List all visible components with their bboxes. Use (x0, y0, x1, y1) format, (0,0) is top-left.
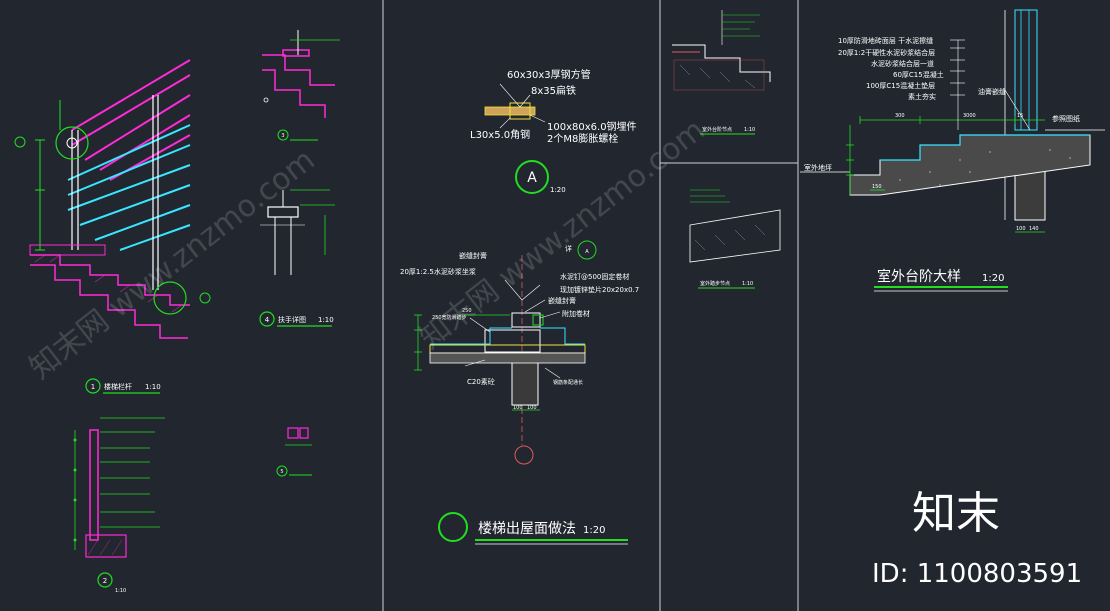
dim-300: 300 (895, 113, 905, 119)
dim-100-left: 100 (513, 405, 523, 411)
detail-number-2: 2 (103, 577, 107, 585)
stair-nosing-detail: 3 (262, 30, 340, 141)
detail-number-5: 5 (280, 469, 283, 475)
panel-dividers (382, 0, 799, 611)
label-seal-right: 嵌缝封膏 (548, 296, 576, 305)
brand-logo-text: 知末 (912, 488, 1000, 539)
post-elevation-scale: 1:10 (115, 588, 126, 594)
railing-title: 楼梯栏杆 (104, 382, 132, 391)
dim-150: 150 (872, 184, 882, 190)
roof-exit-title-block: 楼梯出屋面做法 1:20 (438, 512, 628, 545)
top-node-title: 室外台阶节点 (702, 126, 732, 133)
dim-3000: 3000 (963, 113, 976, 119)
outdoor-step-node-bottom: 室外踏步节点 1:10 (689, 189, 781, 289)
bottom-node-scale: 1:10 (742, 281, 753, 287)
outdoor-step-section: 10厚防滑地砖面层 干水泥擦缝 20厚1:2干硬性水泥砂浆结合层 水泥砂浆结合层… (800, 9, 1105, 233)
label-expansion-bolt: 2个M8膨胀螺栓 (547, 132, 618, 145)
layer-6-label: 素土夯实 (908, 92, 936, 101)
outdoor-step-scale: 1:20 (982, 273, 1004, 284)
outdoor-step-title-block: 室外台阶大样 1:20 (874, 268, 1008, 292)
label-angle-steel: L30x5.0角钢 (470, 128, 530, 141)
roof-exit-section: 250 100 100 A 详 嵌缝封膏 20厚1:2.5水泥砂浆坐浆 水泥钉@… (400, 240, 639, 465)
layer-3-label: 水泥砂浆结合层一道 (871, 59, 934, 68)
layer-5-label: 100厚C15混凝土垫层 (866, 81, 935, 90)
label-mortar: 20厚1:2.5水泥砂浆坐浆 (400, 267, 476, 276)
roof-exit-title: 楼梯出屋面做法 (478, 521, 576, 537)
dim-100-right: 100 (527, 405, 537, 411)
layer-2-label: 20厚1:2干硬性水泥砂浆结合层 (838, 48, 935, 57)
dim-100: 100 (1016, 226, 1026, 232)
layer-1-label: 10厚防滑地砖面层 干水泥擦缝 (838, 36, 933, 45)
watermark-diagonal-right: 知末网 www.znzmo.com (413, 113, 711, 357)
handrail-scale: 1:10 (318, 316, 334, 324)
railing-title-block: 1 楼梯栏杆 1:10 (85, 378, 161, 394)
dim-15: 15 (1017, 113, 1023, 119)
callout-a-letter: A (527, 170, 537, 186)
handrail-detail: 4 扶手详图 1:10 (259, 189, 335, 327)
detail-number-3: 3 (281, 133, 284, 139)
label-reference: 参照图纸 (1052, 114, 1080, 123)
label-oil-sealant: 油膏嵌缝 (978, 87, 1006, 96)
outdoor-step-title: 室外台阶大样 (877, 268, 961, 285)
label-embed-plate: 100x80x6.0钢埋件 (547, 120, 637, 133)
post-elevation-detail: 2 1:10 (73, 417, 165, 594)
detail-number-4: 4 (265, 316, 270, 324)
railing-scale: 1:10 (145, 383, 161, 391)
label-seal-top: 嵌缝封膏 (459, 251, 487, 260)
image-id-text: ID: 1100803591 (872, 559, 1082, 589)
bottom-node-title: 室外踏步节点 (700, 280, 730, 287)
dim-140: 140 (1029, 226, 1039, 232)
roof-exit-scale: 1:20 (583, 525, 605, 536)
bracket-detail: 5 (276, 427, 312, 477)
label-nail: 水泥钉@500固定卷材 (560, 272, 629, 281)
railing-section-detail (14, 59, 211, 339)
label-extra-membrane: 附加卷材 (562, 309, 590, 318)
detail-number-1: 1 (91, 383, 95, 391)
layer-4-label: 60厚C15混凝土 (893, 70, 944, 79)
detail-a-angle-bracket: 60x30x3厚钢方管 8x35扁铁 100x80x6.0钢埋件 2个M8膨胀螺… (470, 68, 637, 194)
label-gasket: 现加镀锌垫片20x20x0.7 (560, 285, 639, 294)
label-outdoor-ground: 室外地坪 (804, 163, 832, 172)
label-nonslip-step: 250宽防滑踏步 (432, 314, 467, 321)
label-steel-tube: 60x30x3厚钢方管 (507, 68, 591, 81)
detail-a-scale: 1:20 (550, 186, 566, 194)
outdoor-step-node-top: 室外台阶节点 1:10 (672, 10, 771, 135)
label-concrete: C20素砼 (467, 377, 495, 386)
top-node-scale: 1:10 (744, 127, 755, 133)
label-flat-bar: 8x35扁铁 (531, 84, 576, 97)
label-rebar: 钢筋条配通长 (553, 379, 583, 386)
ref-callout-a: A (585, 249, 589, 255)
brand-watermark: 知末 ID: 1100803591 (872, 488, 1082, 589)
dim-250: 250 (462, 308, 472, 314)
handrail-title: 扶手详图 (278, 315, 306, 324)
ref-callout-label: 详 (565, 244, 572, 253)
